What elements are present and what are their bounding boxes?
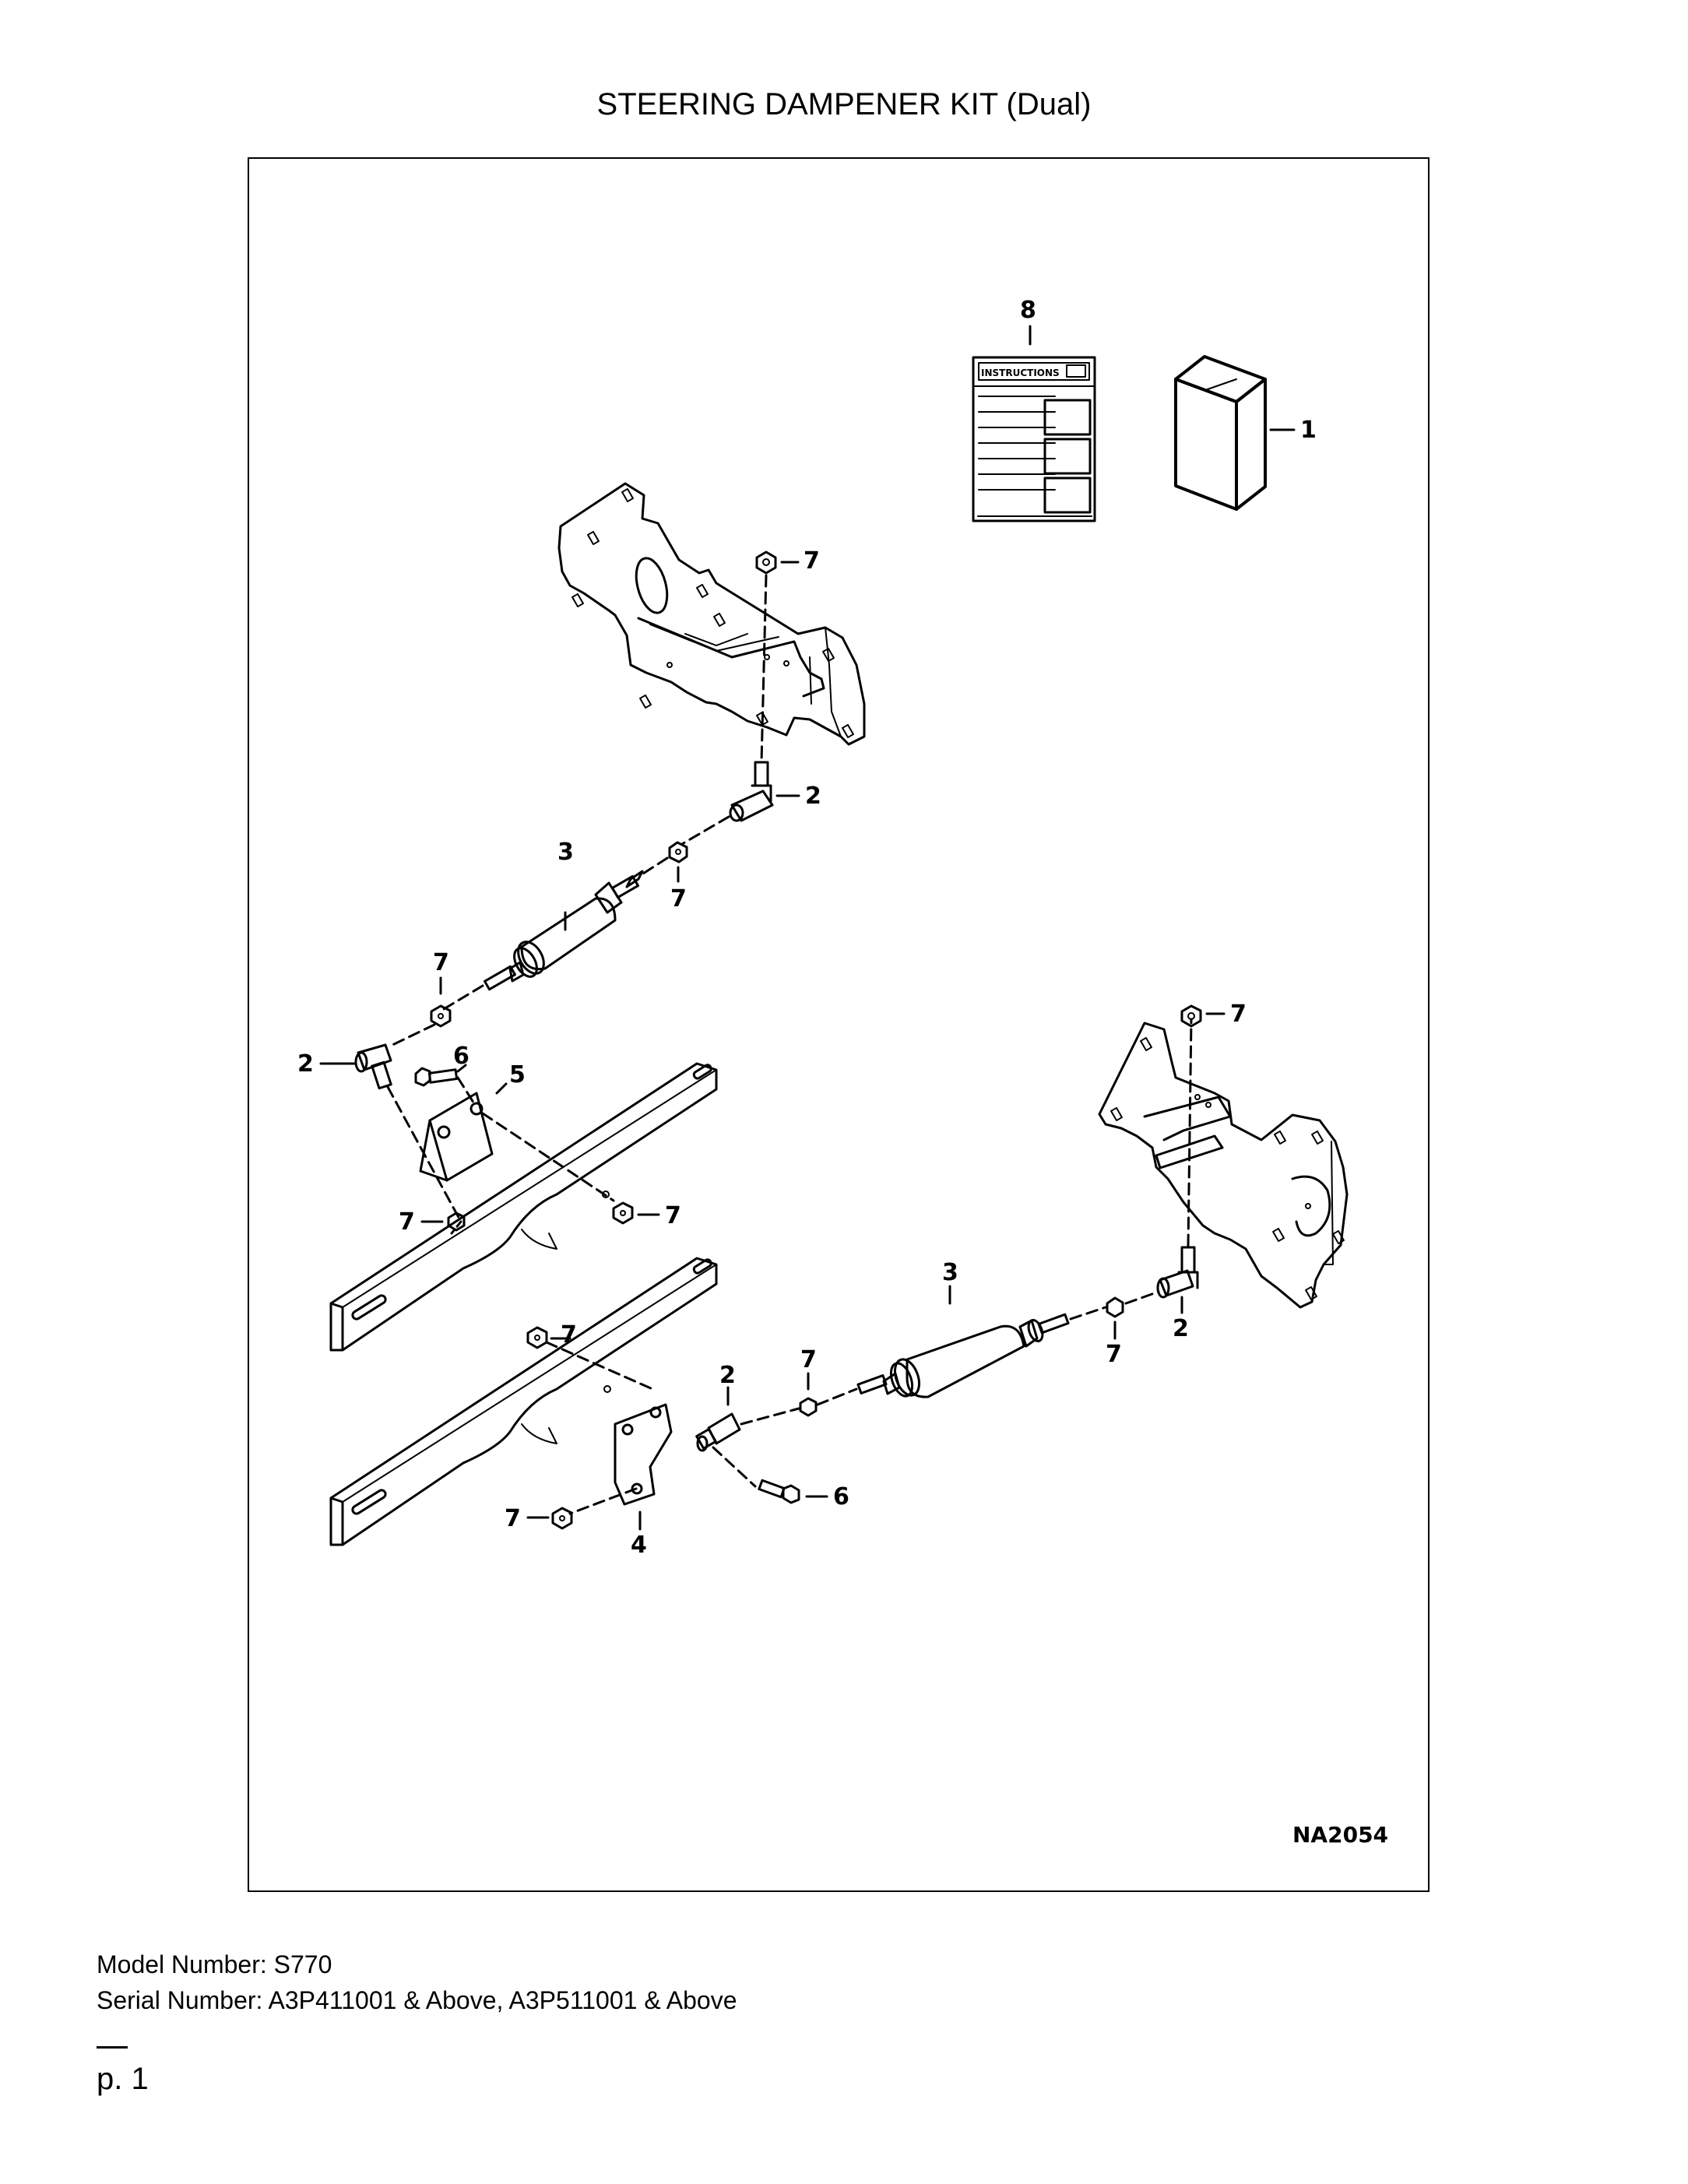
callout-7: 7	[505, 1505, 521, 1532]
callout-2: 2	[805, 783, 821, 810]
figure-code: NA2054	[1292, 1822, 1388, 1848]
callout-2: 2	[719, 1362, 736, 1389]
instruction-booklet: INSTRUCTIONS	[972, 325, 1096, 522]
callout-6: 6	[453, 1043, 469, 1070]
model-number: Model Number: S770	[97, 1950, 332, 1978]
page-title: STEERING DAMPENER KIT (Dual)	[596, 87, 1092, 121]
callout-5: 5	[509, 1061, 526, 1088]
callout-4: 4	[631, 1532, 647, 1559]
hex-nut	[1106, 1296, 1124, 1340]
callout-6: 6	[833, 1483, 849, 1511]
steering-link-bar	[329, 1257, 718, 1546]
steering-link-bar	[329, 1062, 718, 1352]
hex-nut	[799, 1372, 818, 1417]
callout-3: 3	[557, 839, 574, 866]
hex-nut	[668, 841, 688, 883]
callout-7: 7	[670, 885, 687, 913]
callout-7: 7	[561, 1321, 577, 1349]
right-mounting-bracket	[1098, 1022, 1349, 1309]
callout-7: 7	[800, 1346, 817, 1373]
damper-bracket	[614, 1403, 673, 1531]
instructions-label: INSTRUCTIONS	[981, 368, 1060, 378]
ball-joint	[1156, 1246, 1199, 1314]
callout-7: 7	[1106, 1341, 1122, 1368]
callout-7: 7	[399, 1208, 415, 1236]
callout-2: 2	[1173, 1315, 1189, 1342]
steering-dampener-cylinder	[856, 1285, 1070, 1398]
upper-mounting-bracket	[557, 482, 866, 746]
callout-7: 7	[433, 949, 449, 976]
page-number-rule	[97, 2046, 128, 2049]
hex-bolt	[414, 1064, 467, 1087]
callout-7: 7	[665, 1202, 681, 1229]
callout-2: 2	[297, 1050, 314, 1078]
hex-nut	[1180, 1004, 1226, 1028]
diagram-drawing: INSTRUCTIONS	[297, 297, 1388, 1848]
callout-8: 8	[1020, 297, 1036, 324]
steering-dampener-cylinder	[484, 870, 644, 991]
serial-number: Serial Number: A3P411001 & Above, A3P511…	[97, 1986, 737, 2014]
ball-joint	[319, 1043, 392, 1090]
callout-3: 3	[942, 1259, 958, 1286]
hex-nut	[755, 550, 800, 575]
ball-joint	[695, 1386, 741, 1452]
ball-joint	[729, 761, 800, 822]
callout-7: 7	[1230, 1001, 1247, 1028]
callout-1: 1	[1300, 417, 1317, 444]
hex-nut	[612, 1201, 660, 1225]
hex-nut	[430, 976, 452, 1028]
callout-7: 7	[804, 547, 820, 575]
exploded-parts-diagram: INSTRUCTIONS	[248, 157, 1430, 1892]
hex-bolt	[758, 1479, 828, 1504]
damper-bracket	[419, 1082, 508, 1182]
page-number: p. 1	[97, 2062, 149, 2096]
kit-box	[1174, 355, 1296, 511]
hex-nut	[526, 1507, 573, 1530]
